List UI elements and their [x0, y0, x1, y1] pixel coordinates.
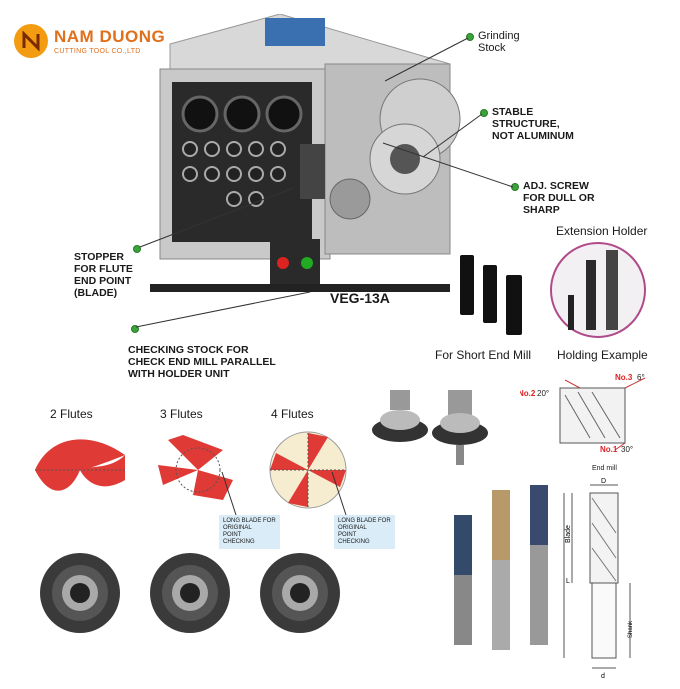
short-end-mill-holders — [460, 255, 522, 335]
holding-example-label: Holding Example — [557, 348, 648, 362]
dim-D: D — [601, 478, 606, 485]
angle-no2-label: No.2 — [520, 389, 536, 398]
callout-line — [384, 37, 469, 82]
brand-tagline: CUTTING TOOL CO.,LTD — [54, 48, 141, 55]
callout-line — [422, 113, 483, 158]
model-number: VEG-13A — [330, 290, 390, 306]
callout-line — [135, 291, 311, 328]
angle-no1-value: 30° — [621, 445, 633, 454]
callout-dot — [466, 33, 474, 41]
flutes-2-label: 2 Flutes — [50, 407, 93, 421]
note-pointer — [331, 471, 347, 516]
callout-dot — [480, 109, 488, 117]
holding-example-image — [550, 242, 646, 338]
callout-line — [382, 142, 514, 188]
flute-4-section — [269, 431, 347, 509]
dim-d: d — [601, 673, 605, 680]
note-pointer — [221, 471, 237, 516]
brand-logo: NAM DUONG CUTTING TOOL CO.,LTD — [14, 24, 165, 58]
brand-name: NAM DUONG — [54, 27, 166, 46]
callout-dot — [131, 325, 139, 333]
dim-shank: Shank — [628, 620, 634, 638]
collet-photos — [40, 553, 340, 633]
angle-diagram: No.2 20° No.3 6° No.1 30° — [520, 373, 646, 454]
dim-blade: Blade — [565, 525, 572, 543]
short-end-mill-label: For Short End Mill — [435, 348, 532, 362]
angle-no3-label: No.3 — [615, 373, 633, 382]
callout-line — [139, 187, 294, 248]
end-mill-dimension-drawing: D Blade L Shank d — [563, 478, 634, 680]
callout-dot — [133, 245, 141, 253]
flute-3-section — [158, 435, 233, 500]
dimension-title: End mill — [592, 465, 617, 472]
extension-holder-label: Extension Holder — [556, 224, 648, 238]
end-mills-photo — [454, 485, 548, 650]
flutes-3-label: 3 Flutes — [160, 407, 203, 421]
logo-icon — [14, 24, 48, 58]
flutes-4-label: 4 Flutes — [271, 407, 314, 421]
angle-no1-label: No.1 — [600, 445, 618, 454]
angle-no2-value: 20° — [537, 389, 549, 398]
dim-L: L — [566, 578, 570, 585]
grinding-heads — [372, 390, 488, 465]
flute-2-section — [35, 439, 125, 491]
angle-no3-value: 6° — [637, 373, 645, 382]
